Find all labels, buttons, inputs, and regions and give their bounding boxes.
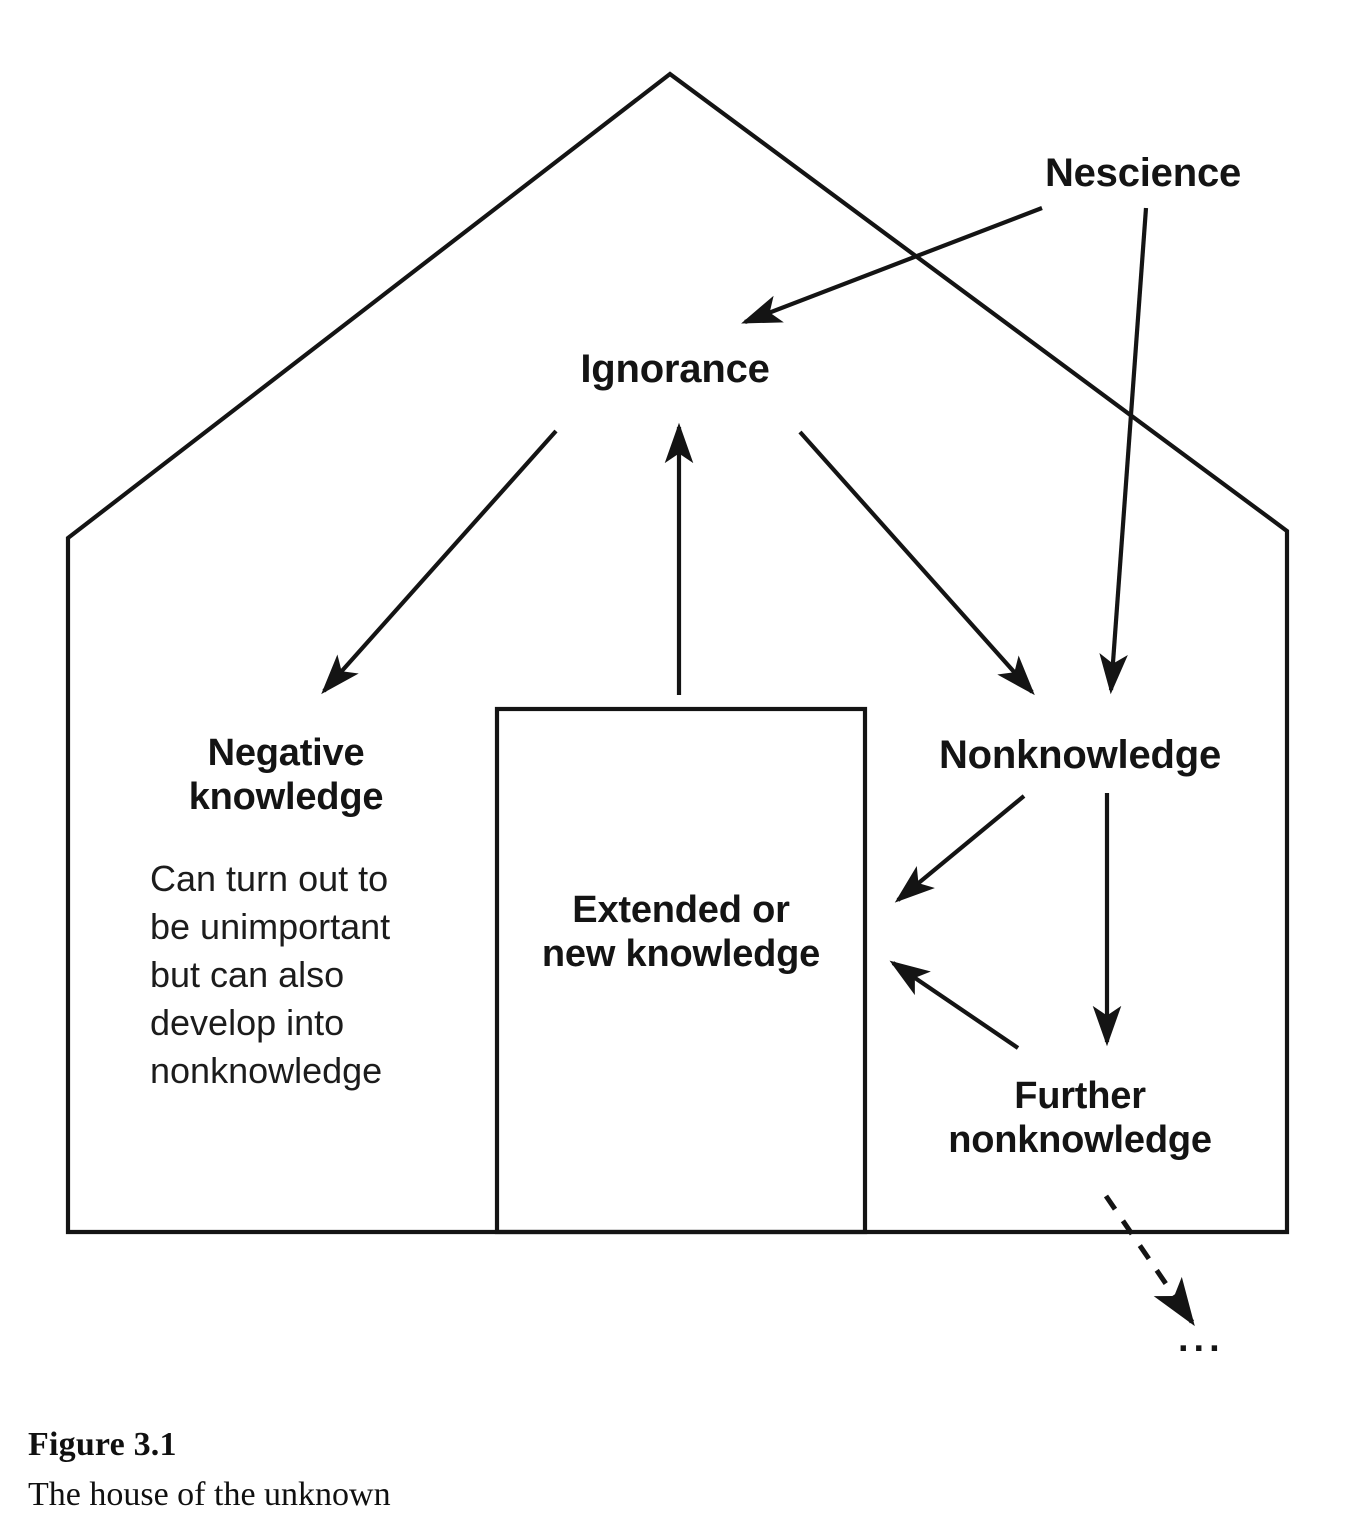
edge-further-nonknowledge-to-extended-knowledge	[889, 960, 1020, 1050]
house-diagram	[65, 71, 1290, 1327]
edge-nescience-to-nonknowledge	[1099, 207, 1149, 695]
node-label-further-nonknowledge: Further nonknowledge	[948, 1075, 1212, 1162]
node-label-ignorance: Ignorance	[580, 347, 770, 391]
house-outline	[65, 71, 1290, 1235]
figure-caption: Figure 3.1 The house of the unknown	[28, 1424, 1028, 1517]
edge-further-nonknowledge-to-continuation	[1103, 1194, 1195, 1327]
edge-ignorance-to-negative-knowledge	[321, 429, 558, 695]
continuation-ellipsis: ...	[1178, 1318, 1225, 1360]
edge-nescience-to-ignorance	[741, 206, 1043, 324]
edge-ignorance-to-nonknowledge	[798, 430, 1035, 696]
node-label-negative-knowledge: Negative knowledge	[188, 732, 384, 819]
node-label-nonknowledge: Nonknowledge	[938, 733, 1222, 777]
node-body-negative-knowledge: Can turn out to be unimportant but can a…	[150, 858, 391, 1091]
edge-nonknowledge-to-extended-knowledge	[894, 794, 1026, 903]
node-label-nescience: Nescience	[1044, 151, 1242, 195]
caption-figure-number: Figure 3.1	[28, 1426, 177, 1463]
caption-figure-title: The house of the unknown	[28, 1475, 391, 1513]
node-label-extended-new-knowledge: Extended or new knowledge	[541, 889, 821, 976]
extended-new-knowledge-box	[494, 706, 868, 1235]
